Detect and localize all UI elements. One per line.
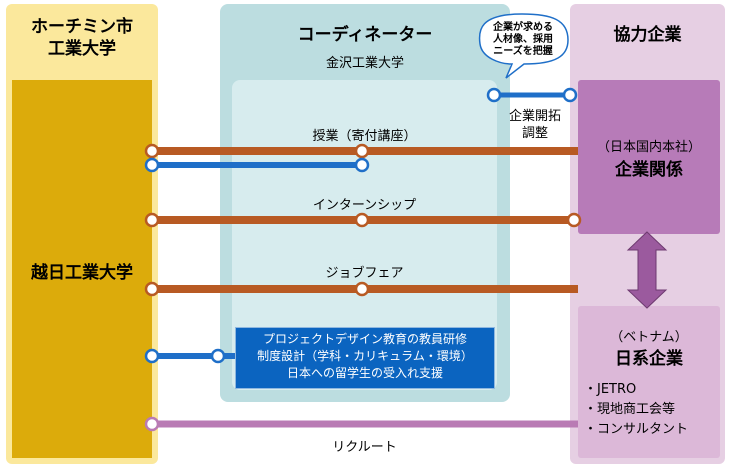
bubble-line1: 企業が求める: [493, 22, 553, 33]
project-line3: 日本への留学生の受入れ支援: [286, 366, 443, 380]
vietnam-item-chamber: ・現地商工会等: [584, 402, 676, 417]
internship-label: インターンシップ: [312, 198, 417, 213]
project-left-node: [144, 348, 160, 364]
project-support-box: プロジェクトデザイン教育の教員研修 制度設計（学科・カリキュラム・環境） 日本へ…: [235, 327, 495, 389]
vietnam-main: 日系企業: [615, 349, 683, 369]
jobfair-label: ジョブフェア: [325, 266, 404, 281]
japan-hq-sub: （日本国内本社）: [596, 140, 701, 155]
hcmc-title-line2: 工業大学: [48, 39, 116, 59]
japan-hq-box: [578, 80, 720, 234]
japan-hq-main: 企業関係: [615, 160, 683, 180]
lecture-label: 授業（寄付講座）: [312, 129, 417, 144]
jobfair-left-node: [144, 281, 160, 297]
vjit-box: [12, 80, 152, 458]
connector-label-line1: 企業開拓: [508, 109, 561, 124]
lecture-mid-node: [354, 143, 370, 159]
speech-bubble-shape: [478, 13, 569, 79]
lecture-blue-right-node: [354, 157, 370, 173]
connector-label-line2: 調整: [521, 126, 548, 141]
coordinator-node: [486, 87, 502, 103]
project-line1: プロジェクトデザイン教育の教員研修: [262, 332, 467, 346]
vietnam-item-consultant: ・コンサルタント: [584, 422, 689, 437]
internship-left-node: [144, 212, 160, 228]
vietnam-items: ・JETRO ・現地商工会等 ・コンサルタント: [584, 380, 720, 440]
partner-title: 協力企業: [613, 25, 682, 45]
internship-right-node: [566, 212, 582, 228]
bubble-line3: ニーズを把握: [493, 46, 553, 57]
vietnam-japanese-companies-box: [578, 306, 720, 458]
recruit-left-node: [144, 416, 160, 432]
bubble-line2: 人材像、採用: [493, 34, 553, 45]
internship-mid-node: [354, 212, 370, 228]
hcmc-title-line1: ホーチミン市: [31, 17, 133, 37]
coordinator-subtitle: 金沢工業大学: [325, 56, 404, 71]
recruit-label: リクルート: [332, 440, 397, 455]
vjit-label: 越日工業大学: [31, 263, 133, 283]
jobfair-mid-node: [354, 281, 370, 297]
company-node: [562, 87, 578, 103]
bubble-text: 企業が求める 人材像、採用 ニーズを把握: [482, 22, 564, 58]
connector-label: 企業開拓 調整: [502, 108, 568, 142]
hcmc-title: ホーチミン市 工業大学: [6, 16, 158, 60]
vietnam-item-jetro: ・JETRO: [584, 382, 637, 397]
project-right-node: [210, 348, 226, 364]
lecture-blue-left-node: [144, 157, 160, 173]
project-line2: 制度設計（学科・カリキュラム・環境）: [257, 349, 473, 363]
lecture-left-node: [144, 143, 160, 159]
coordinator-title: コーディネーター: [297, 25, 433, 45]
double-arrow-icon: [626, 231, 668, 309]
vietnam-sub: （ベトナム）: [610, 330, 688, 345]
